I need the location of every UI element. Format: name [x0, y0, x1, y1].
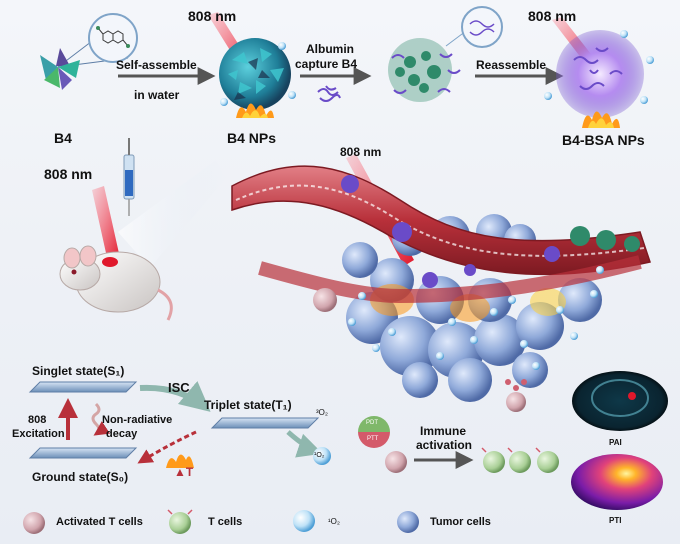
label-singlet-state: Singlet state(S₁)	[32, 364, 125, 378]
legend-singlet-oxygen-icon	[293, 510, 315, 532]
b4-bsa-nanoparticle	[556, 30, 644, 128]
legend-t-cell-icon	[169, 512, 191, 534]
label-excitation: Excitation	[12, 428, 65, 440]
b4-albumin-cluster	[388, 6, 503, 102]
vessel-lower	[258, 255, 642, 304]
blood-vessel	[231, 165, 651, 276]
label-capture-b4: capture B4	[295, 57, 358, 71]
activated-t-cell-flying	[313, 288, 337, 312]
legend-tumor-icon	[397, 511, 419, 533]
jablonski-diagram	[28, 381, 331, 468]
legend-activated-t-icon	[23, 512, 45, 534]
b4-nanoparticle	[219, 38, 291, 118]
singlet-oxygen-bubbles-top	[220, 30, 654, 106]
legend	[23, 509, 419, 534]
label-immune: Immune	[420, 424, 467, 438]
label-excitation-808: 808	[28, 414, 47, 426]
label-non-radiative: Non-radiative	[102, 414, 173, 426]
light-cone	[118, 160, 226, 268]
label-b4-bsa-nps: B4-BSA NPs	[562, 132, 645, 148]
label-ground-state: Ground state(S₀)	[32, 470, 129, 484]
immune-activation	[358, 379, 559, 473]
activated-t-cell-escaping	[506, 392, 526, 412]
label-pti: PTI	[609, 516, 622, 525]
pti-image	[571, 454, 663, 510]
legend-tumor-label: Tumor cells	[430, 516, 491, 528]
label-reassemble: Reassemble	[476, 58, 547, 72]
label-ptt: PTT	[367, 436, 379, 442]
label-laser-vessel: 808 nm	[340, 145, 382, 159]
legend-activated-t-label: Activated T cells	[56, 516, 143, 528]
legend-singlet-oxygen-label: ¹O₂	[328, 517, 340, 526]
label-laser-1: 808 nm	[188, 8, 237, 24]
label-laser-2: 808 nm	[528, 8, 577, 24]
nanoparticles-in-vessel	[341, 175, 640, 288]
label-pdt: PDT	[366, 420, 378, 426]
label-self-assemble: Self-assemble	[116, 58, 197, 72]
label-laser-mouse: 808 nm	[44, 166, 93, 182]
b4-molecule	[40, 13, 138, 90]
label-in-water: in water	[134, 88, 180, 102]
label-b4: B4	[54, 130, 72, 146]
legend-t-cells-label: T cells	[208, 516, 243, 528]
label-decay: decay	[106, 428, 138, 440]
label-triplet-state: Triplet state(T₁)	[204, 398, 292, 412]
label-delta-t: ▲T	[174, 465, 194, 479]
laser-beam-mouse	[92, 186, 120, 262]
label-b4-nps: B4 NPs	[227, 130, 277, 146]
syringe	[123, 138, 135, 216]
label-isc: ISC	[168, 380, 190, 395]
albumin-protein	[317, 85, 341, 102]
singlet-oxygen-bubbles-tumor	[348, 266, 604, 370]
label-triplet-oxygen: ³O₂	[316, 408, 328, 417]
pai-image	[572, 371, 668, 431]
label-pai: PAI	[609, 438, 622, 447]
label-albumin: Albumin	[306, 42, 354, 56]
label-activation: activation	[416, 438, 473, 452]
label-singlet-oxygen-jablonski: ¹O₂	[314, 452, 325, 459]
mouse	[59, 245, 173, 321]
